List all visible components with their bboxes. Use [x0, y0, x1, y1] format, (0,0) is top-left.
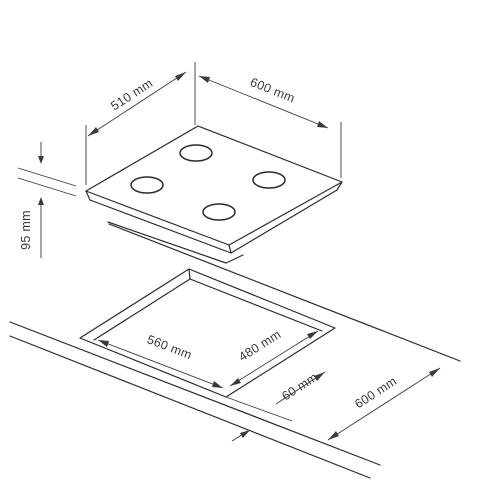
arrowhead: [98, 340, 109, 347]
arrowhead: [317, 121, 328, 128]
hob-body-bottom-edge: [89, 189, 338, 254]
countertop-back-edge: [108, 223, 461, 362]
label-front-clearance: 60 mm: [279, 370, 320, 403]
countertop: [9, 223, 461, 479]
arrowhead: [307, 331, 318, 339]
arrowhead: [240, 430, 250, 438]
label-hob-width: 600 mm: [248, 75, 297, 106]
hob-base-line: [107, 221, 244, 264]
arrowhead: [212, 381, 223, 388]
arrowhead: [38, 156, 44, 164]
arrowhead: [175, 72, 186, 81]
burner-front-right: [202, 203, 236, 221]
arrowhead: [429, 368, 440, 377]
burner-front-left: [130, 176, 164, 194]
hob-front-edge: [228, 244, 232, 254]
hob-left-edge: [85, 190, 91, 201]
arrowhead: [328, 431, 339, 440]
dimension-countertop-depth: 600 mm: [327, 367, 441, 441]
dimension-hob-depth: 510 mm: [87, 71, 187, 137]
arrowhead: [199, 76, 210, 83]
cutout: [79, 268, 336, 398]
ext-line-cutout-front: [225, 396, 293, 422]
dimension-hob-width: 600 mm: [198, 75, 329, 129]
hob-extension-lines: [17, 62, 342, 197]
dim-line-cutout-width: [97, 339, 224, 389]
cutout-back-corner: [188, 268, 191, 280]
ext-line-height-top: [17, 167, 77, 187]
burner-back-right: [252, 171, 286, 189]
arrowhead: [314, 372, 325, 381]
arrowhead: [38, 197, 44, 205]
dim-line-hob-width: [198, 75, 329, 129]
label-countertop-depth: 600 mm: [352, 374, 399, 411]
dimension-front-clearance: 60 mm: [225, 370, 326, 442]
countertop-front-bottom-edge: [9, 335, 371, 479]
dimension-hob-height: 95 mm: [19, 142, 44, 258]
label-cutout-width: 560 mm: [145, 332, 194, 362]
hob-right-edge: [336, 181, 343, 191]
dim-line-countertop-depth: [327, 367, 441, 441]
burner-back-left: [179, 144, 213, 162]
arrowhead: [230, 378, 241, 386]
countertop-front-top-edge: [9, 321, 381, 466]
cutout-outer-edge: [79, 268, 336, 398]
label-hob-height: 95 mm: [19, 210, 33, 250]
dim-line-cutout-depth: [229, 330, 319, 387]
dim-line-hob-depth: [87, 71, 187, 137]
hob: [85, 125, 343, 264]
label-cutout-depth: 480 mm: [236, 327, 283, 364]
ext-line-height-bottom: [17, 177, 77, 197]
arrowhead: [88, 127, 99, 136]
